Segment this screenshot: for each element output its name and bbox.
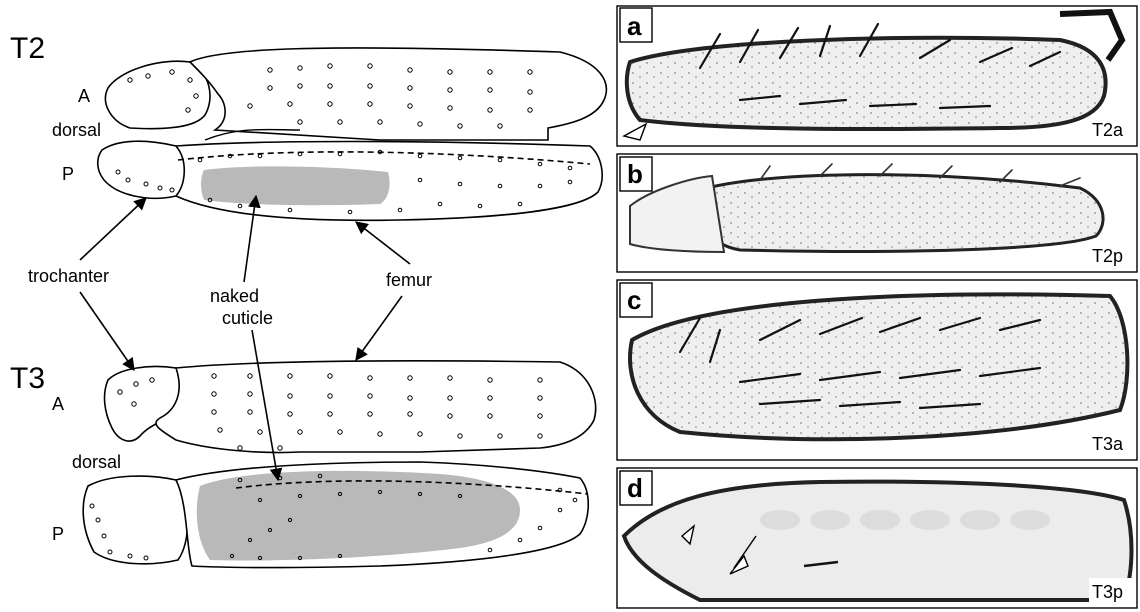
micrograph-panel-d: d T3p: [617, 468, 1137, 608]
t2-posterior-trochanter: [98, 141, 185, 198]
trochanter-callout: trochanter: [28, 266, 109, 286]
t3-posterior-trochanter: [83, 476, 187, 564]
t2-segment-label: T2: [10, 32, 45, 65]
panel-a-tag: T2a: [1092, 120, 1124, 140]
t3-schematic: T3 A dorsal P: [10, 361, 596, 568]
trochanter-arrow-up: [80, 198, 146, 260]
t3-anterior-femur: [156, 361, 596, 453]
micrograph-panel-c: c T3a: [617, 280, 1137, 460]
t2-anterior-femur: [190, 48, 606, 140]
femur-callout: femur: [386, 270, 432, 290]
t3-posterior-label: P: [52, 524, 64, 544]
t2-posterior-label: P: [62, 164, 74, 184]
micrograph-panel-b: b T2p: [617, 154, 1137, 272]
naked-cuticle-callout-line1: naked: [210, 286, 259, 306]
t2-anterior-label: A: [78, 86, 90, 106]
panel-b-femur-image: [699, 175, 1103, 252]
panel-d-letter: d: [627, 473, 643, 503]
t3-anterior-label: A: [52, 394, 64, 414]
panel-d-femur-image: [624, 482, 1132, 600]
panel-a-letter: a: [627, 11, 642, 41]
femur-arrow-down: [356, 296, 402, 360]
panel-c-tag: T3a: [1092, 434, 1124, 454]
naked-cuticle-callout-line2: cuticle: [222, 308, 273, 328]
panel-c-femur-image: [630, 294, 1127, 439]
t2-naked-cuticle-patch: [201, 166, 390, 205]
trochanter-arrow-down: [80, 292, 134, 370]
t2-dorsal-label: dorsal: [52, 120, 101, 140]
panel-c-letter: c: [627, 285, 641, 315]
panel-a-femur-image: [627, 38, 1106, 129]
micrograph-panel-a: a T2a: [617, 6, 1137, 146]
panel-b-letter: b: [627, 159, 643, 189]
panel-d-tag: T3p: [1092, 582, 1123, 602]
t2-schematic: T2 A dorsal P: [10, 32, 606, 220]
femur-arrow-up: [356, 222, 410, 264]
panel-b-tag: T2p: [1092, 246, 1123, 266]
t3-dorsal-label: dorsal: [72, 452, 121, 472]
t3-segment-label: T3: [10, 362, 45, 395]
